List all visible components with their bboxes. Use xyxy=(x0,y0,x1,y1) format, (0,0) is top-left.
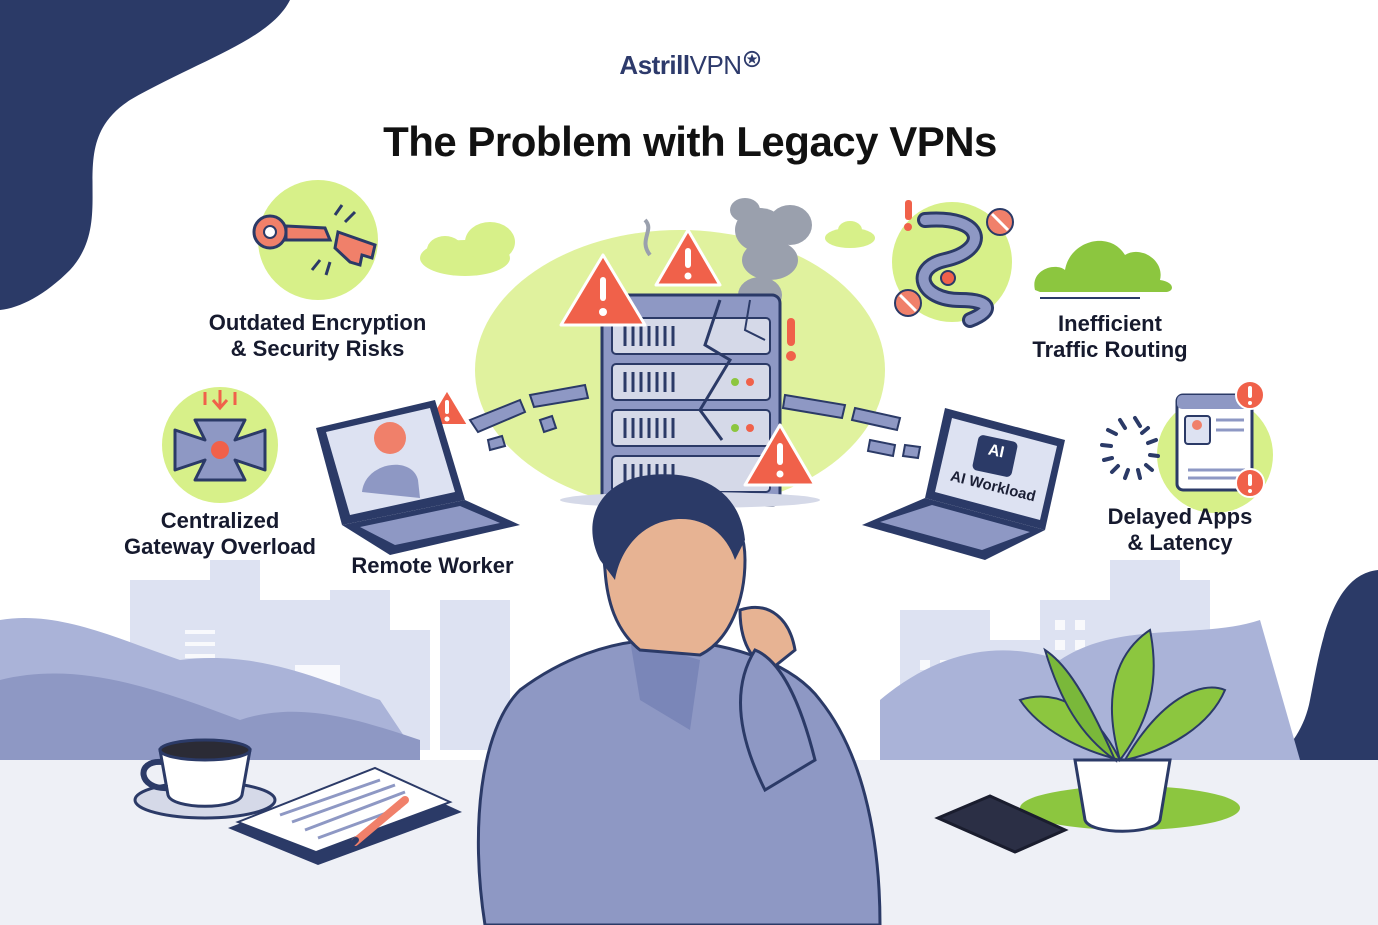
smartphone-icon xyxy=(934,794,1069,854)
brand-name-bold: Astrill xyxy=(619,50,690,80)
label-routing-line1: Inefficient xyxy=(1058,311,1162,336)
broken-key-icon xyxy=(252,204,377,276)
hills-front-left xyxy=(0,673,420,770)
page-title: The Problem with Legacy VPNs xyxy=(383,118,997,165)
smoke-icon xyxy=(730,198,812,313)
warning-triangle-icon xyxy=(654,228,722,287)
broken-cable-left xyxy=(468,383,590,452)
laptop-icon xyxy=(862,408,1065,560)
label-remote-line1: Remote Worker xyxy=(351,553,514,578)
steam-wisp xyxy=(643,218,652,257)
label-gateway-line1: Centralized xyxy=(160,508,280,533)
cloud-icon-mid xyxy=(825,221,875,248)
notepad-icon xyxy=(228,766,462,865)
label-encryption: Outdated Encryption & Security Risks xyxy=(190,310,445,362)
plant-icon xyxy=(1018,628,1240,833)
server-rack-icon xyxy=(560,293,820,508)
star-logo-icon xyxy=(743,50,760,68)
label-gateway: Centralized Gateway Overload xyxy=(110,508,330,560)
label-routing: Inefficient Traffic Routing xyxy=(1010,311,1210,363)
winding-road-icon xyxy=(915,211,994,328)
corner-blob-top-left xyxy=(0,0,290,310)
businessman-figure xyxy=(476,474,882,925)
brand-logo: AstrillVPN xyxy=(600,50,780,86)
label-gateway-line2: Gateway Overload xyxy=(124,534,316,559)
gateway-overload-icon xyxy=(173,390,267,482)
warning-triangle-icon xyxy=(743,423,817,487)
exclamation-icon xyxy=(786,318,796,361)
label-latency-line1: Delayed Apps xyxy=(1107,504,1253,529)
label-routing-line2: Traffic Routing xyxy=(1032,337,1188,362)
label-latency: Delayed Apps & Latency xyxy=(1090,504,1270,556)
brand-name-light: VPN xyxy=(689,50,742,80)
label-encryption-line2: & Security Risks xyxy=(230,336,405,361)
cloud-icon-left xyxy=(420,222,515,276)
laptop-icon xyxy=(316,400,520,555)
loading-spinner-icon xyxy=(1100,416,1160,480)
coffee-cup-icon xyxy=(133,738,277,820)
label-remote-worker: Remote Worker xyxy=(340,553,525,579)
label-latency-line2: & Latency xyxy=(1127,530,1233,555)
label-encryption-line1: Outdated Encryption xyxy=(208,310,427,335)
no-entry-icon xyxy=(894,208,1014,317)
app-window-icon xyxy=(1175,380,1265,498)
pen-icon xyxy=(347,796,409,849)
warning-triangle-icon xyxy=(559,253,647,327)
cloud-icon xyxy=(1034,240,1172,299)
broken-cable-right xyxy=(781,393,922,460)
exclamation-icon xyxy=(904,200,912,231)
